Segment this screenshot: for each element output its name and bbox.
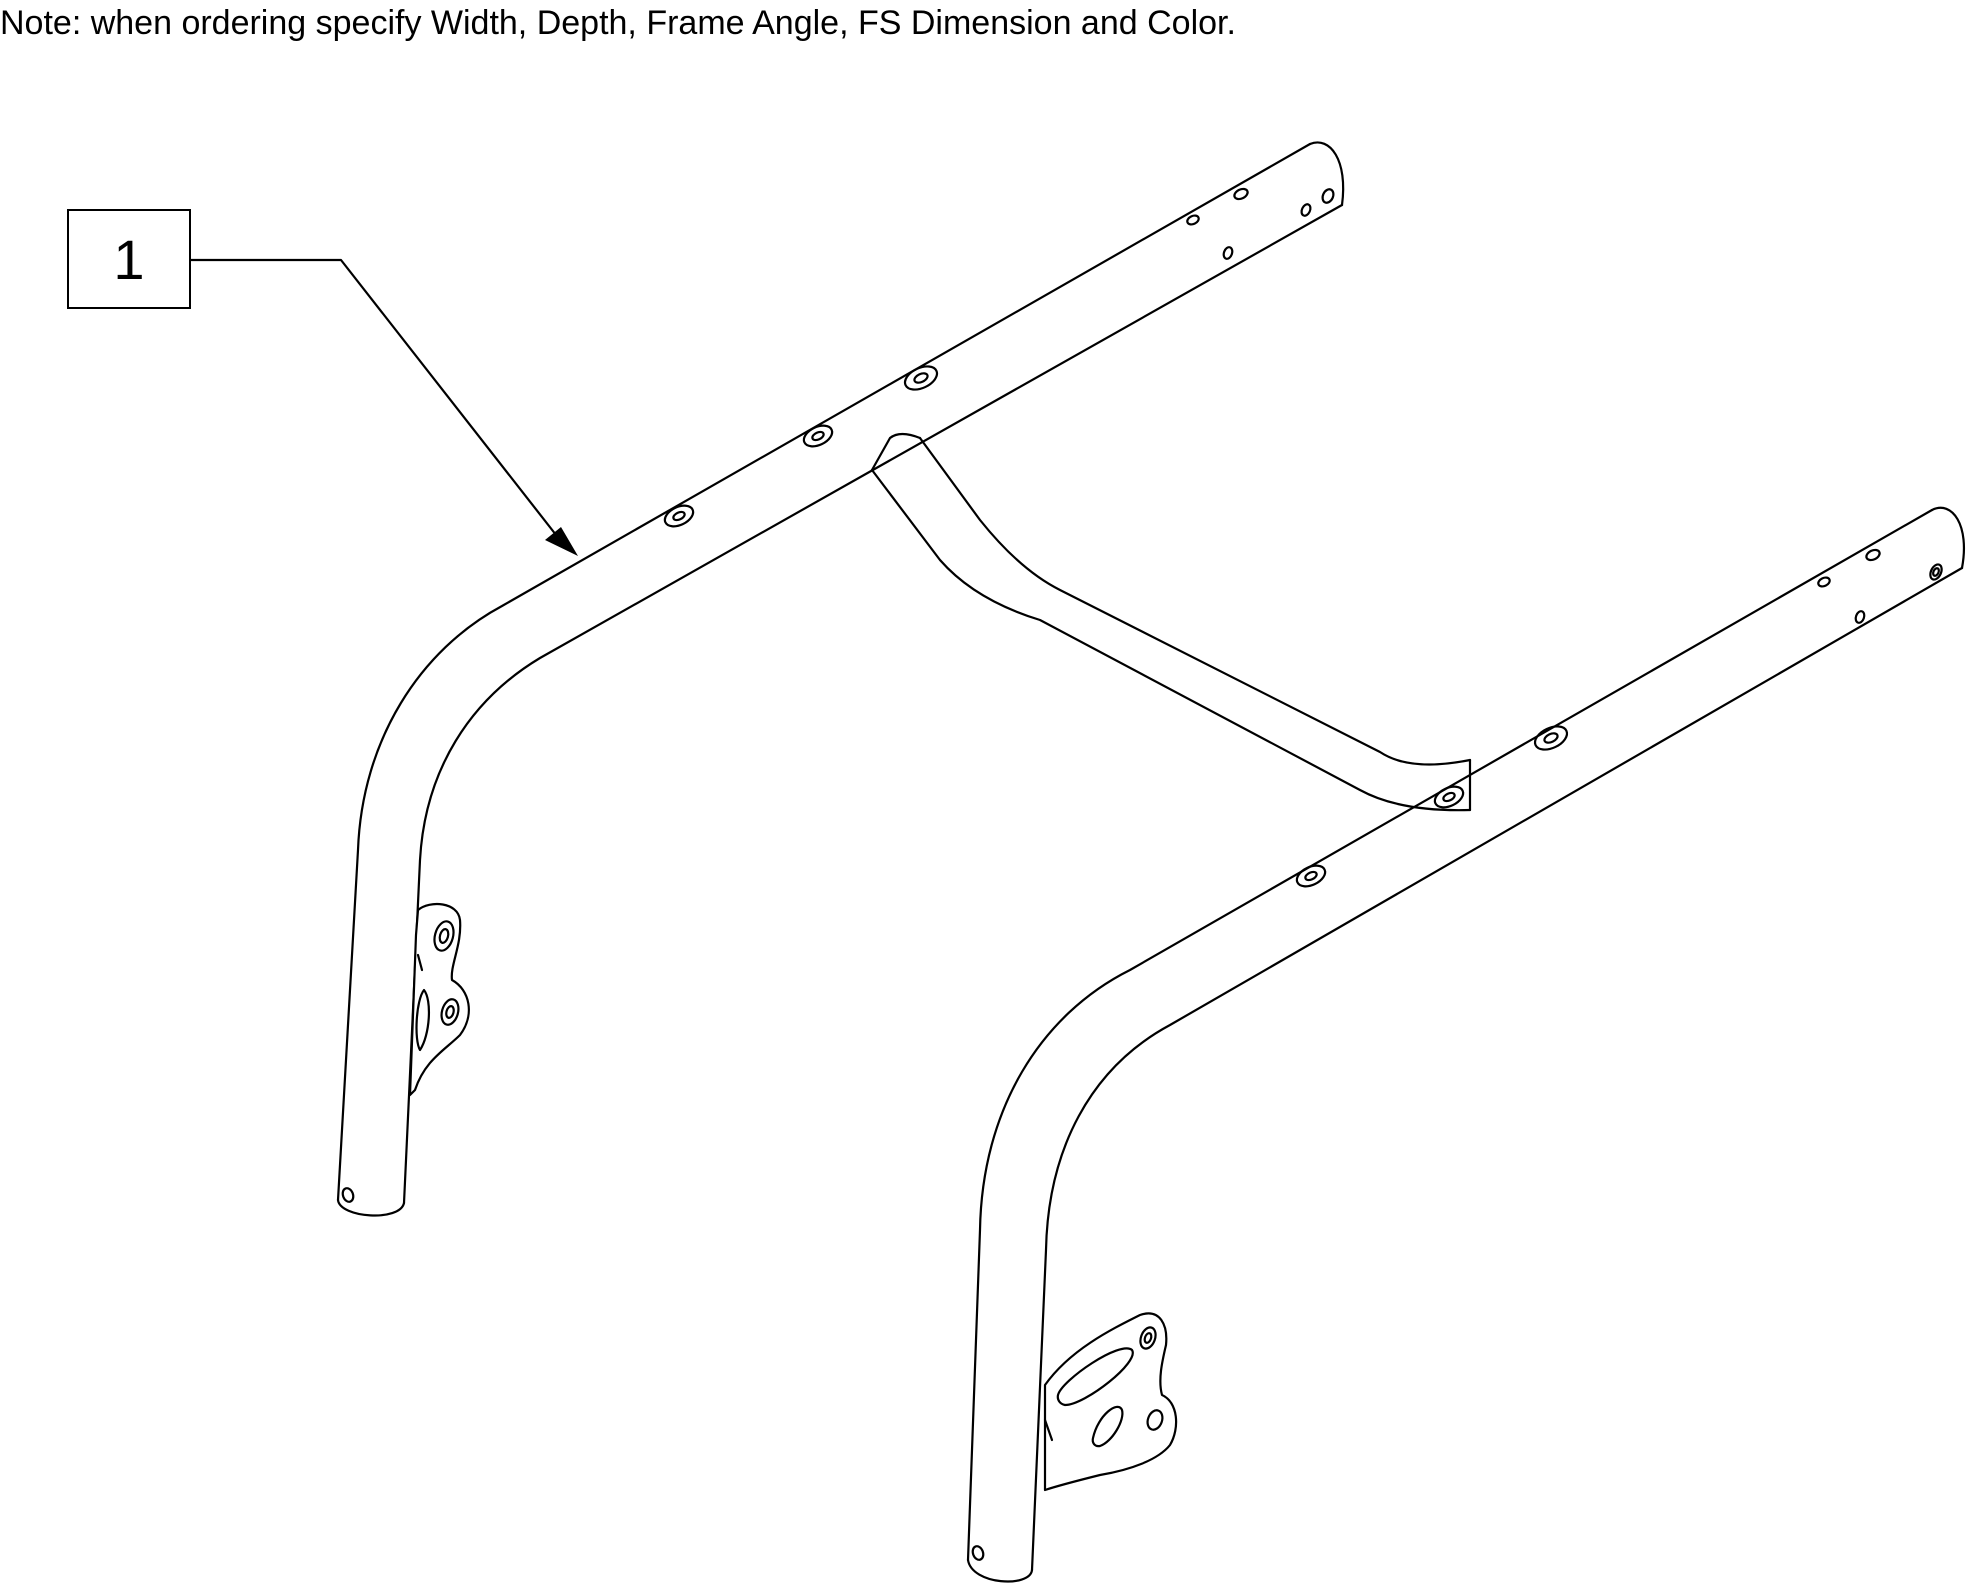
right-side-frame: [966, 506, 1965, 1583]
right-caster-bracket: [1043, 1312, 1178, 1492]
left-side-frame: [336, 141, 1345, 1217]
callout-leader: [189, 258, 578, 556]
left-caster-bracket: [408, 902, 470, 1097]
ordering-note: Note: when ordering specify Width, Depth…: [0, 4, 1236, 42]
callout-box-1: 1: [67, 209, 191, 309]
cross-bar: [870, 432, 1472, 812]
